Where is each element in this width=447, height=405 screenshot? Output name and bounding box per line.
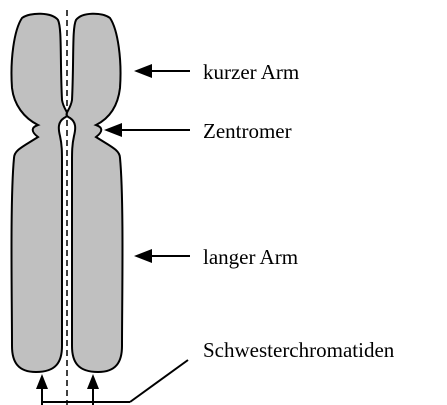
arrow-left-icon xyxy=(104,123,122,137)
pointer-long-arm xyxy=(134,249,190,263)
pointer-short-arm xyxy=(134,64,190,78)
arrow-up-icon xyxy=(87,374,99,389)
right-chromatid xyxy=(67,14,123,372)
label-centromere: Zentromer xyxy=(203,119,292,143)
left-chromatid xyxy=(11,14,67,372)
pointer-centromere xyxy=(104,123,190,137)
chromosome xyxy=(11,10,122,405)
arrow-left-icon xyxy=(134,249,152,263)
label-short-arm: kurzer Arm xyxy=(203,60,299,84)
arrow-up-icon xyxy=(36,374,48,389)
label-long-arm: langer Arm xyxy=(203,245,298,269)
arrow-left-icon xyxy=(134,64,152,78)
label-sister-chromatids: Schwesterchromatiden xyxy=(203,338,395,362)
